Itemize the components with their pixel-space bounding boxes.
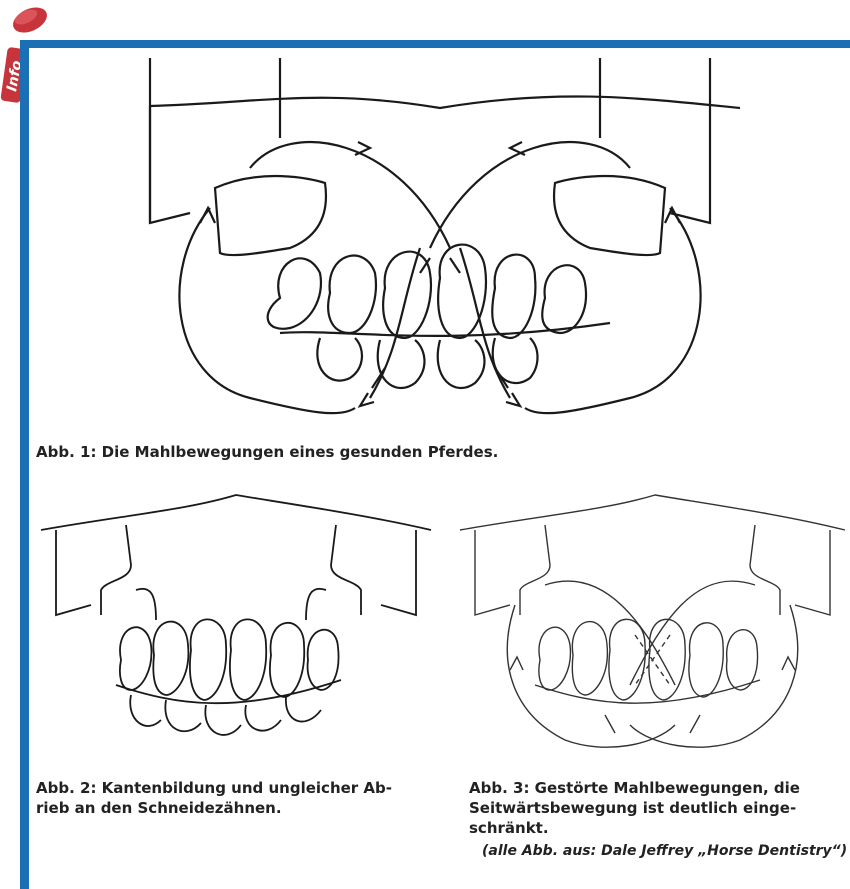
figure-3-caption: Abb. 3: Gestörte Mahlbewegungen, die Sei… xyxy=(469,778,829,838)
figure-2-caption-line-2: rieb an den Schneidezähnen. xyxy=(36,798,392,818)
frame-left-bar xyxy=(20,40,29,889)
figure-2-caption-line-1: Abb. 2: Kantenbildung und ungleicher Ab- xyxy=(36,778,392,798)
figure-1-caption: Abb. 1: Die Mahlbewegungen eines gesunde… xyxy=(36,442,498,462)
figure-3-drawing xyxy=(455,485,850,770)
frame-top-bar xyxy=(20,40,850,48)
figure-2-caption: Abb. 2: Kantenbildung und ungleicher Ab-… xyxy=(36,778,392,818)
figure-1-drawing xyxy=(140,48,740,433)
figure-3-caption-line-3: schränkt. xyxy=(469,818,829,838)
figure-2-drawing xyxy=(36,485,436,770)
figure-3-caption-line-1: Abb. 3: Gestörte Mahlbewegungen, die xyxy=(469,778,829,798)
figure-3-caption-line-2: Seitwärtsbewegung ist deutlich einge- xyxy=(469,798,829,818)
image-credit: (alle Abb. aus: Dale Jeffrey „Horse Dent… xyxy=(482,843,847,859)
